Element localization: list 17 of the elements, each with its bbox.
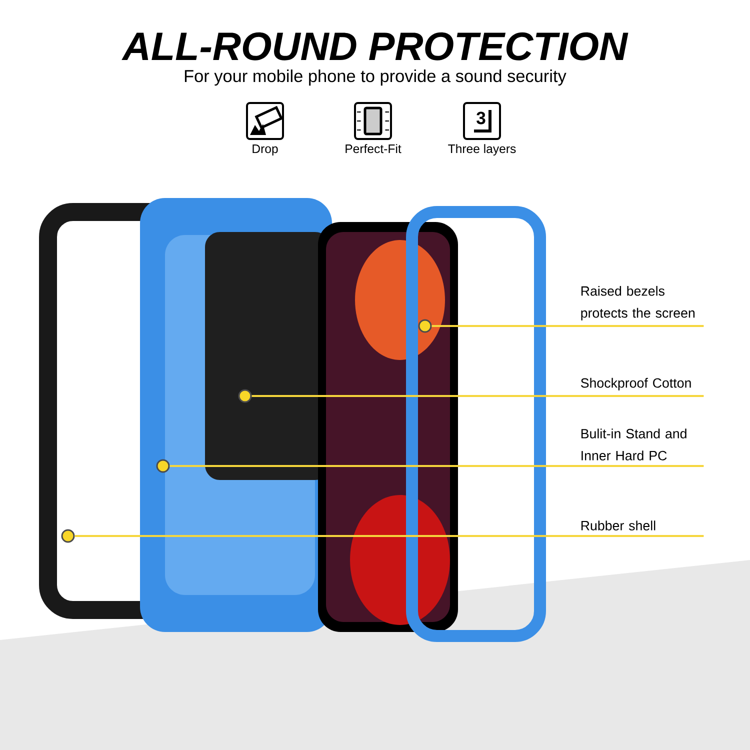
callout-dot: [418, 319, 432, 333]
icon-caption: Three layers: [448, 144, 516, 156]
icon-caption: Drop: [252, 144, 278, 156]
callout-text: Raised bezels protects the screen: [581, 286, 695, 320]
leader-line: [432, 325, 704, 327]
subtitle: For your mobile phone to provide a sound security: [184, 70, 566, 86]
icon-caption: Perfect-Fit: [346, 144, 402, 154]
leader-line: [74, 535, 704, 537]
callout-dot: [61, 529, 75, 543]
title: ALL-ROUND PROTECTION: [122, 32, 628, 60]
callout-dot: [238, 389, 252, 403]
callout-text: Rubber shell: [581, 520, 656, 530]
callout-text: Bulit-in Stand and Inner Hard PC: [581, 428, 686, 460]
callout-text: Shockproof Cotton: [580, 378, 691, 390]
leader-line: [252, 395, 704, 397]
leader-line: [170, 465, 704, 467]
callout-dot: [156, 459, 170, 473]
